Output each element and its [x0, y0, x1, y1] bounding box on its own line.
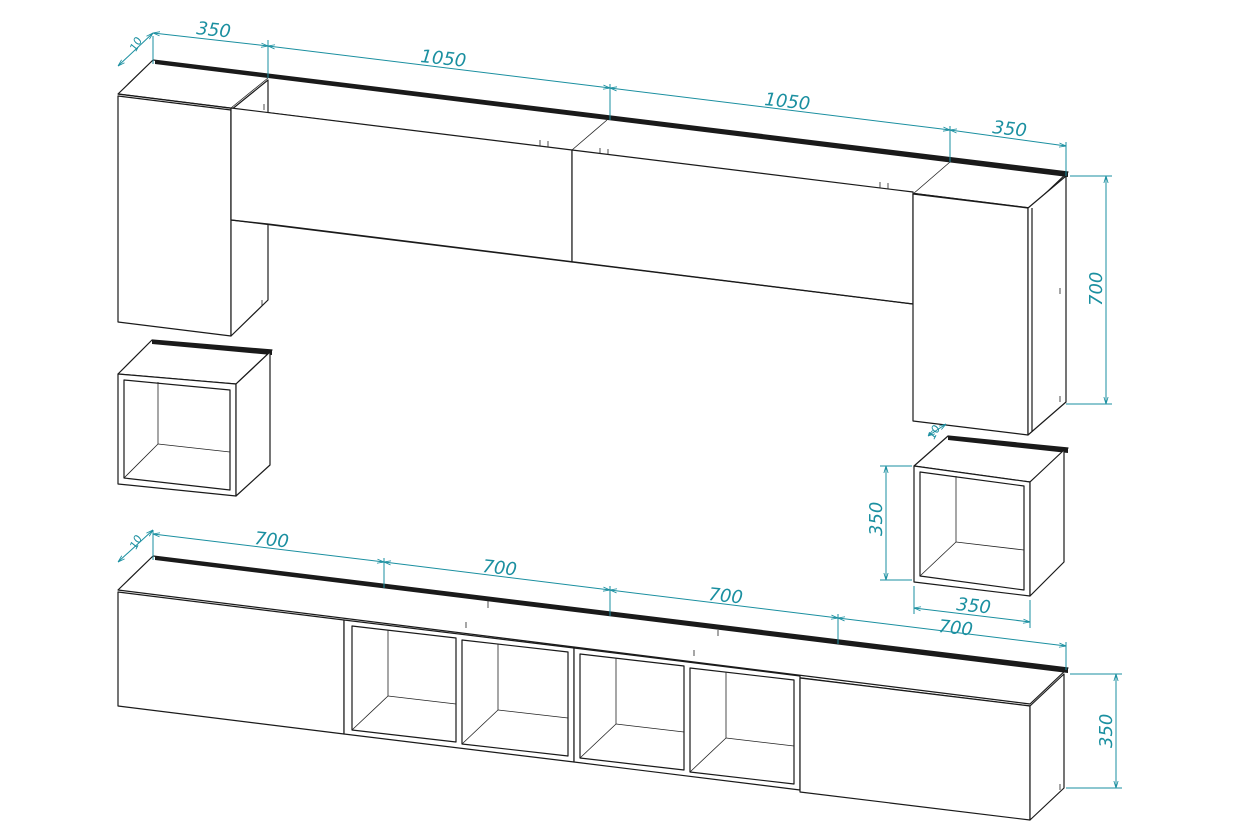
right-open-cube	[913, 435, 1069, 597]
dim-top-right-width: 350	[991, 117, 1027, 141]
dim-bottom-seg2-width: 700	[481, 556, 517, 580]
bottom-cabinet-2-left-opening	[351, 625, 457, 743]
dim-top-height: 700	[1086, 272, 1107, 306]
dim-top-depth: 10	[127, 35, 145, 53]
right-tall-cabinet-side	[1027, 175, 1067, 436]
dim-bottom-seg1-width: 700	[253, 528, 289, 552]
fastener-marks-top	[261, 104, 1061, 402]
dim-top-middle-left-width: 1050	[419, 46, 467, 72]
dim-top-left-width: 350	[195, 18, 231, 42]
dimension-lines	[118, 33, 1122, 789]
bottom-right-side	[1029, 673, 1065, 821]
left-cube-side	[235, 351, 271, 497]
left-open-cube	[117, 339, 273, 497]
bottom-low-unit	[117, 555, 1069, 821]
right-cube-side	[1029, 449, 1065, 597]
left-cube-opening	[123, 379, 231, 491]
dim-right-cube-width: 350	[955, 594, 991, 618]
right-tall-cabinet-front	[912, 193, 1029, 436]
dim-right-cube-depth: 10	[925, 423, 943, 441]
dim-right-cube-height: 350	[866, 502, 887, 536]
fastener-marks-bottom	[465, 600, 1061, 790]
dim-top-middle-right-width: 1050	[763, 89, 811, 115]
dim-bottom-seg4-width: 700	[937, 616, 973, 640]
dim-bottom-seg3-width: 700	[707, 584, 743, 608]
dim-bottom-depth: 10	[127, 533, 145, 551]
dimension-labels: 10 350 1050 1050 350 700 10 350 350 10 7…	[127, 18, 1117, 748]
bottom-cabinet-3-left-opening	[579, 653, 685, 771]
left-tall-cabinet-front	[117, 95, 232, 337]
dim-bottom-height: 350	[1096, 714, 1117, 748]
right-cube-opening	[919, 471, 1025, 591]
bottom-cabinet-2-right-opening	[461, 639, 569, 757]
bottom-cabinet-3-right-opening	[689, 667, 795, 785]
